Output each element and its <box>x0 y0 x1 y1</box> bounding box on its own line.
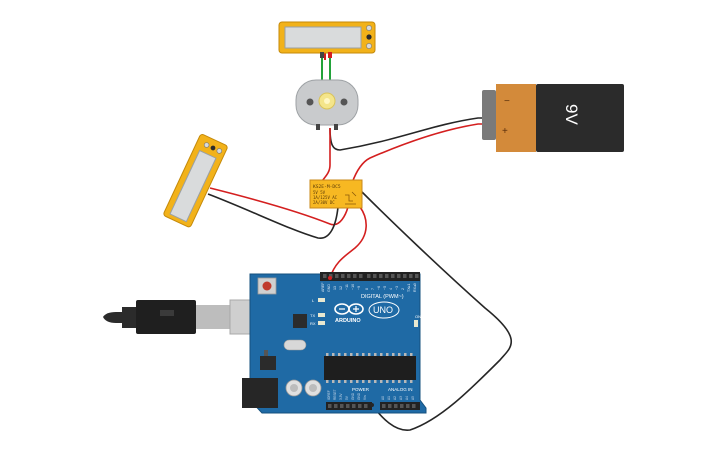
wire-battery-minus-motor[interactable] <box>329 117 484 151</box>
power-pin-gnd-1: GND <box>351 392 355 400</box>
led-on <box>414 320 418 327</box>
uno-text: UNO <box>373 305 393 315</box>
on-label: ON <box>415 314 421 319</box>
pin-label-6: ~6 <box>377 286 381 290</box>
wire-relay-arduino-black[interactable] <box>359 189 513 431</box>
arduino-logo-text: ARDUINO <box>335 318 361 324</box>
pin-label-13: 13 <box>333 286 337 290</box>
power-pin-5v: 5V <box>345 395 349 400</box>
microcontroller-chip <box>324 356 416 380</box>
relay-line-1: KS2E-M-DC5 <box>313 184 341 190</box>
led-label-tx: TX <box>310 313 315 318</box>
relay[interactable]: KS2E-M-DC5 5V 5V 1A/125V AC 2A/30V DC <box>309 179 363 209</box>
pin-label-gnd: GND <box>327 284 331 292</box>
wire-battery-plus-relay[interactable] <box>351 123 484 184</box>
battery-minus-label: − <box>504 96 510 107</box>
capacitors <box>285 379 322 397</box>
pin-label-5: ~5 <box>383 286 387 290</box>
pin-label-aref: AREF <box>321 282 325 292</box>
crystal <box>283 339 307 351</box>
analog-header-label: ANALOG IN <box>388 387 413 392</box>
voltage-regulator <box>260 356 276 370</box>
pin-label-8: 8 <box>365 288 369 290</box>
power-pin-reset: RESET <box>333 389 337 400</box>
relay-line-3: 1A/125V AC <box>313 195 338 200</box>
relay-schematic-icon <box>345 191 357 205</box>
usb-chip <box>293 314 307 328</box>
pin-label-0: RX◂0 <box>413 283 417 292</box>
arduino-logo-icon <box>334 303 364 315</box>
sensor-pin-3[interactable] <box>366 43 372 49</box>
pin-label-7: 7 <box>371 288 375 290</box>
power-header-label: POWER <box>352 387 370 392</box>
pin-label-10: ~10 <box>351 284 355 290</box>
pin-label-11: ~11 <box>345 284 349 290</box>
led-label-rx: RX <box>310 321 316 326</box>
sensor-pin-1[interactable] <box>366 25 372 31</box>
power-pin-gnd-2: GND <box>357 392 361 400</box>
battery-plus-label: + <box>502 126 508 137</box>
power-pin-ioref: IOREF <box>327 390 331 400</box>
arduino-uno[interactable]: AREF GND 13 12 ~11 ~10 ~9 8 7 ~6 ~5 4 ~3… <box>103 272 427 414</box>
digital-header-label: DIGITAL (PWM~) <box>361 294 404 300</box>
wire-relay-arduino-red[interactable] <box>329 206 367 279</box>
power-pin-3v3: 3.3V <box>339 393 343 400</box>
wire-endpoints <box>328 276 374 407</box>
led-l <box>318 298 325 302</box>
wires <box>207 53 513 431</box>
sensor-pin-2[interactable] <box>366 34 372 40</box>
left-sensor[interactable] <box>163 134 228 228</box>
wire-sensor-relay-red[interactable] <box>209 187 349 226</box>
led-tx <box>318 313 325 317</box>
power-pin-vin: Vin <box>363 395 367 400</box>
led-label-l: L <box>312 298 315 303</box>
pin-label-4: 4 <box>389 288 393 290</box>
led-rx <box>318 321 325 325</box>
analog-pin-a3: A3 <box>399 396 403 400</box>
pin-label-12: 12 <box>339 286 343 290</box>
power-jack[interactable] <box>242 378 278 408</box>
pin-label-1: TX▸1 <box>407 284 411 292</box>
relay-line-4: 2A/30V DC <box>313 200 335 205</box>
battery-9v[interactable]: − + 9V <box>482 84 624 152</box>
wire-sensor-relay-black[interactable] <box>207 193 339 239</box>
wire-motor-relay-red[interactable] <box>321 128 331 182</box>
uno-badge: UNO <box>368 301 400 319</box>
analog-pin-a5: A5 <box>411 396 415 400</box>
analog-pin-a4: A4 <box>405 396 409 400</box>
analog-pin-a1: A1 <box>387 396 391 400</box>
pin-label-3: ~3 <box>395 286 399 290</box>
pin-label-9: ~9 <box>357 286 361 290</box>
analog-pin-a2: A2 <box>393 396 397 400</box>
battery-voltage-label: 9V <box>562 104 581 125</box>
pin-label-2: 2 <box>401 288 405 290</box>
dc-motor[interactable] <box>295 79 359 130</box>
top-sensor[interactable] <box>278 21 376 58</box>
relay-line-2: 5V 5V <box>313 190 326 195</box>
analog-pin-a0: A0 <box>381 396 385 400</box>
